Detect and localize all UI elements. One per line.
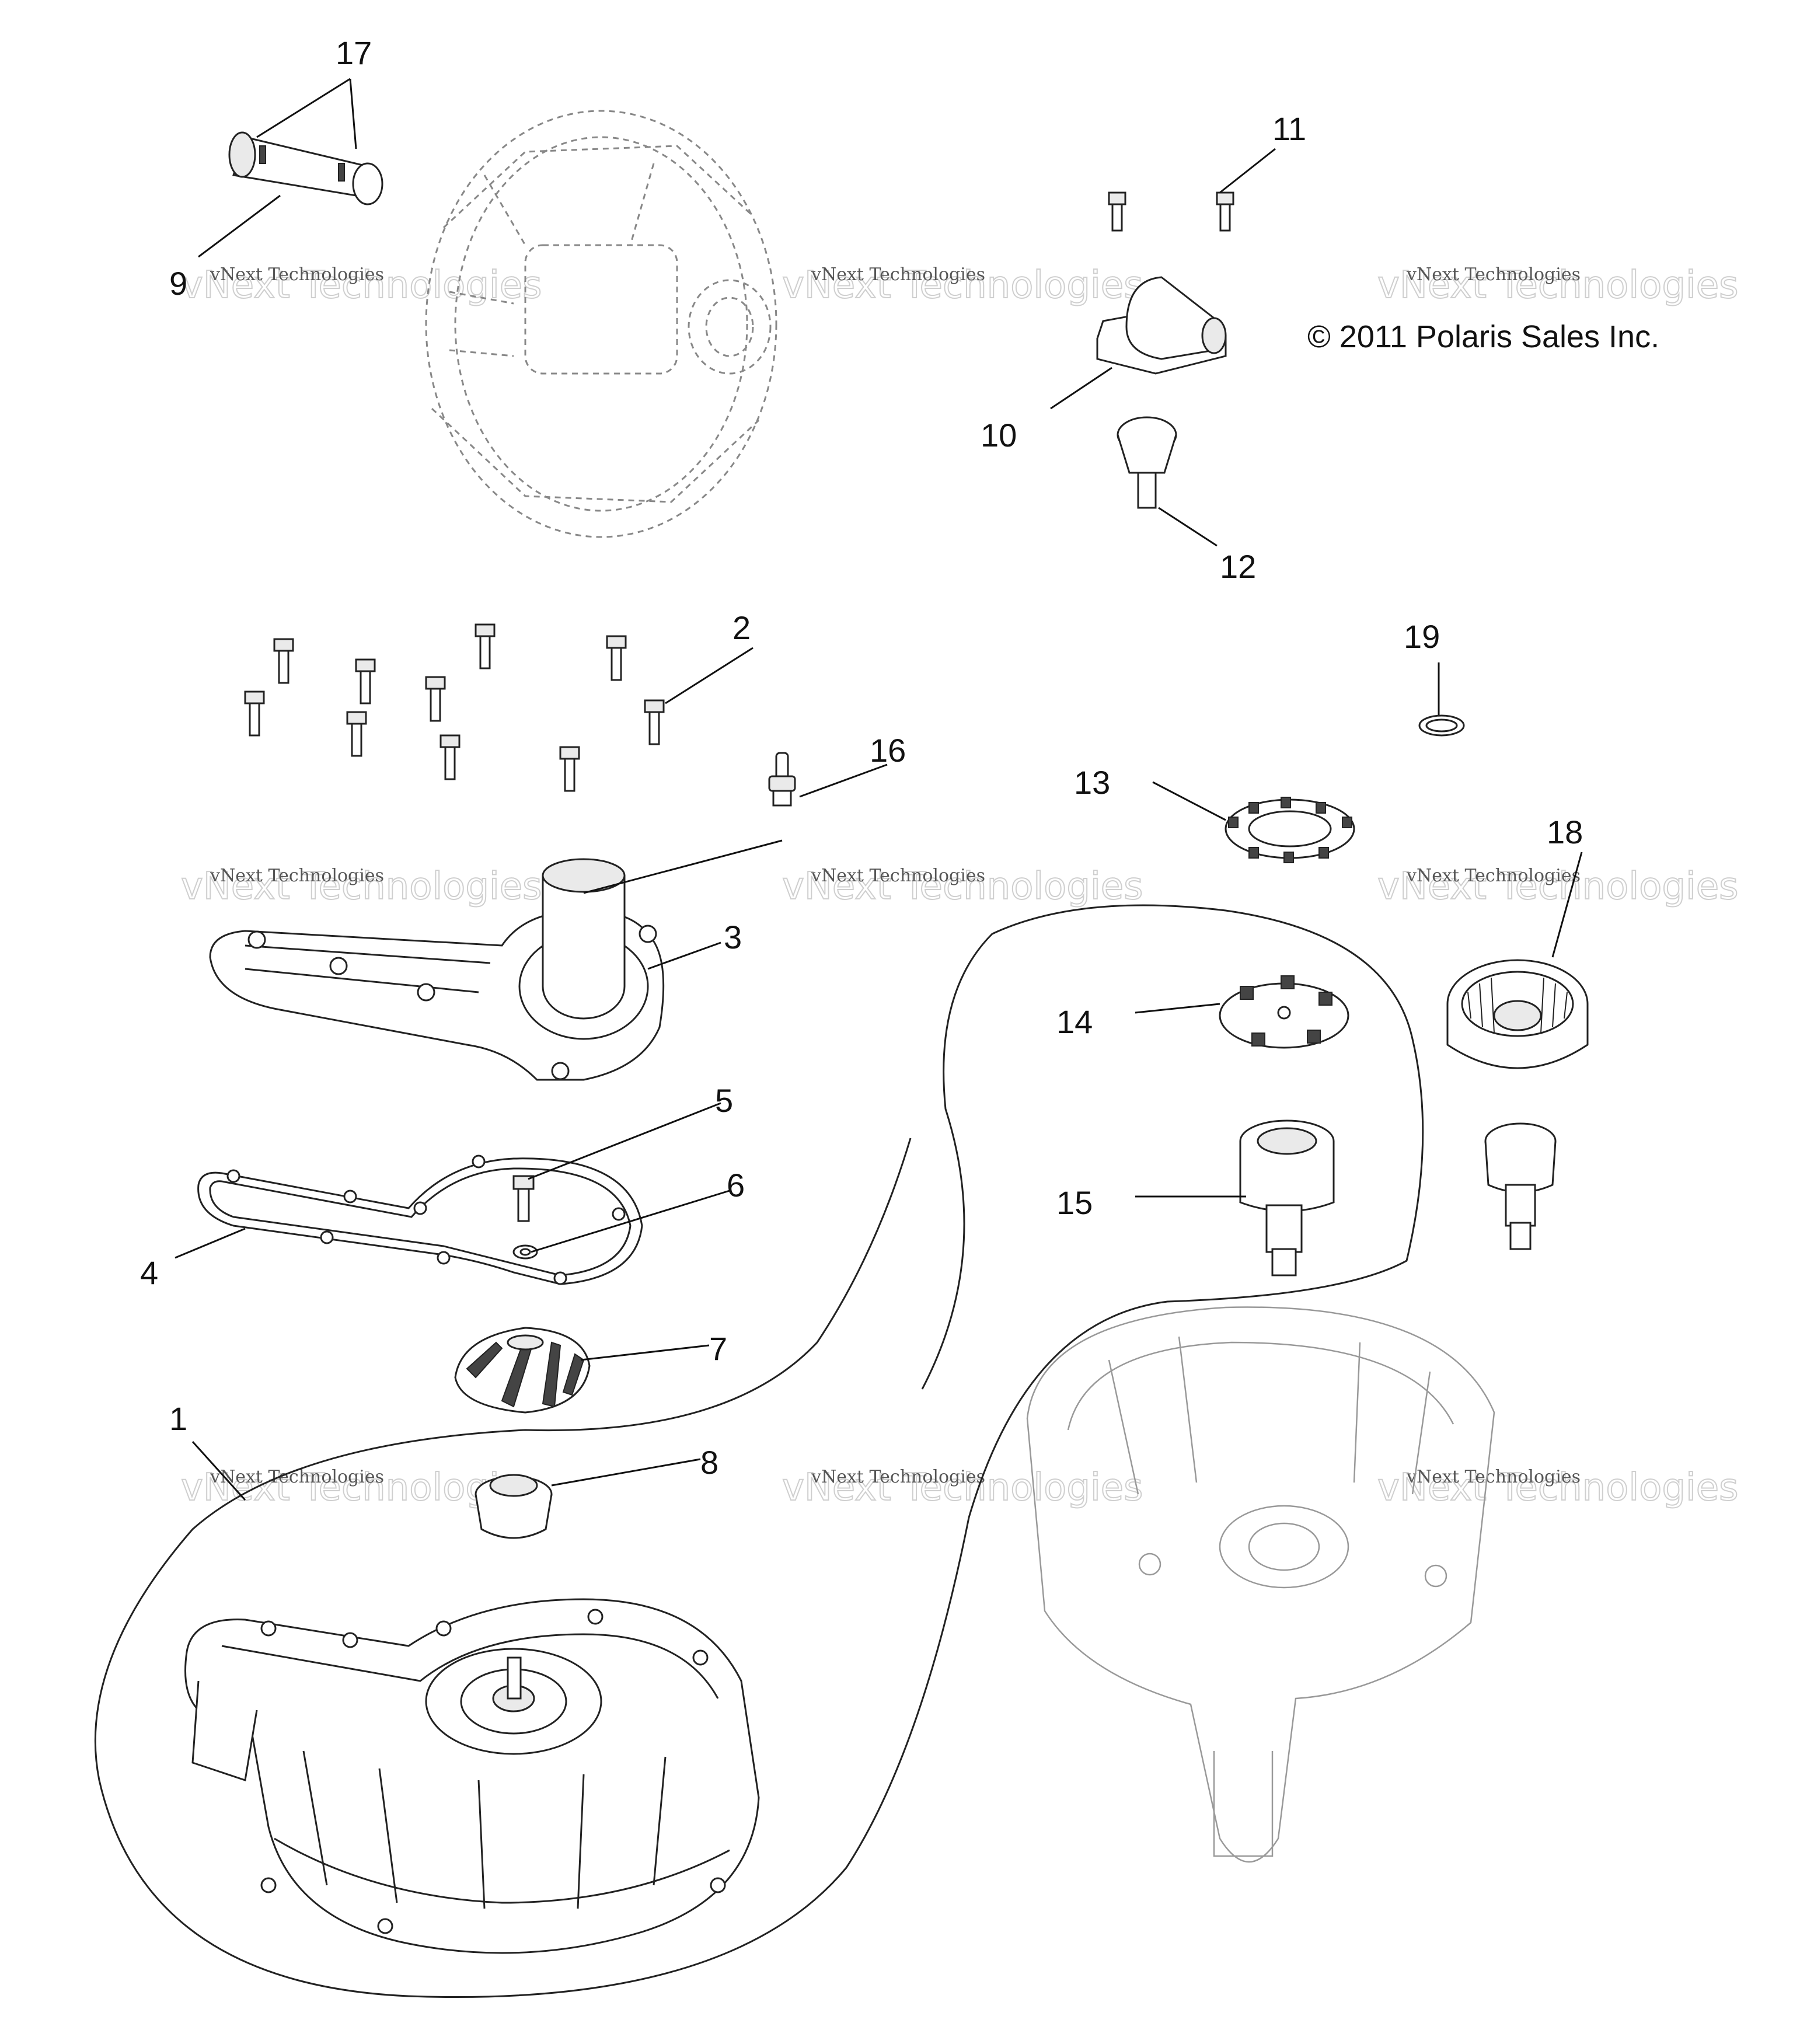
callout-8: 8 bbox=[700, 1444, 718, 1481]
copyright-notice: © 2011 Polaris Sales Inc. bbox=[1307, 319, 1659, 354]
watermark-large: vNext Technologies bbox=[1377, 1466, 1738, 1509]
part-gasket bbox=[197, 1154, 643, 1285]
callout-4: 4 bbox=[140, 1254, 158, 1291]
watermark-small: vNext Technologies bbox=[1406, 264, 1581, 285]
callout-7: 7 bbox=[709, 1330, 727, 1367]
part-thermostat-housing bbox=[1096, 276, 1227, 375]
watermark-large: vNext Technologies bbox=[181, 264, 542, 307]
watermark-large: vNext Technologies bbox=[181, 865, 542, 908]
part-impeller bbox=[454, 1327, 591, 1414]
part-water-pump-cover bbox=[209, 858, 665, 1081]
watermark-small: vNext Technologies bbox=[811, 866, 985, 886]
callout-2: 2 bbox=[732, 609, 751, 646]
callout-3: 3 bbox=[724, 919, 742, 955]
watermark-large: vNext Technologies bbox=[1377, 865, 1738, 908]
part-dowel-pin bbox=[228, 131, 383, 205]
watermark-small: vNext Technologies bbox=[811, 264, 985, 285]
watermark-small: vNext Technologies bbox=[210, 866, 384, 886]
callout-15: 15 bbox=[1056, 1184, 1093, 1221]
callout-18: 18 bbox=[1547, 814, 1583, 850]
callout-12: 12 bbox=[1220, 548, 1256, 585]
callout-16: 16 bbox=[870, 732, 906, 769]
part-bolt-5 bbox=[512, 1175, 535, 1222]
part-clutch-plate bbox=[1219, 975, 1349, 1049]
watermark-large: vNext Technologies bbox=[1377, 264, 1738, 307]
watermark-large: vNext Technologies bbox=[782, 1466, 1143, 1509]
part-shaft bbox=[1239, 1119, 1335, 1276]
watermark-large: vNext Technologies bbox=[782, 865, 1143, 908]
part-star-washer bbox=[1225, 797, 1355, 863]
watermarks: vNext Technologies vNext Technologies vN… bbox=[180, 263, 1739, 1510]
callout-10: 10 bbox=[981, 417, 1017, 454]
callout-17: 17 bbox=[336, 34, 372, 71]
part-o-ring bbox=[1418, 714, 1465, 737]
assembly-group-outline bbox=[94, 904, 1424, 1998]
part-bearing-assembly bbox=[1446, 959, 1589, 1250]
watermark-small: vNext Technologies bbox=[1406, 866, 1581, 886]
callout-9: 9 bbox=[169, 265, 187, 302]
part-bolt-set-2 bbox=[244, 623, 665, 792]
callout-labels: 17 9 11 10 12 2 19 16 13 18 3 14 5 6 15 … bbox=[140, 34, 1583, 1481]
ghost-clutch-housing bbox=[1026, 1306, 1495, 1863]
part-thermostat bbox=[1117, 416, 1177, 509]
part-seal bbox=[475, 1474, 553, 1539]
part-fitting-16 bbox=[768, 752, 796, 807]
callout-14: 14 bbox=[1056, 1003, 1093, 1040]
part-main-housing bbox=[184, 1598, 760, 1954]
part-washer-6 bbox=[512, 1244, 538, 1260]
watermark-small: vNext Technologies bbox=[1406, 1467, 1581, 1487]
callout-11: 11 bbox=[1272, 110, 1306, 147]
watermark-large: vNext Technologies bbox=[782, 264, 1143, 307]
watermark-small: vNext Technologies bbox=[210, 264, 384, 285]
callout-6: 6 bbox=[727, 1167, 745, 1204]
leader-lines bbox=[175, 78, 1583, 1501]
part-bolts-11 bbox=[1108, 191, 1234, 232]
callout-13: 13 bbox=[1074, 764, 1110, 801]
watermark-small: vNext Technologies bbox=[811, 1467, 985, 1487]
callout-5: 5 bbox=[715, 1082, 733, 1119]
ghost-engine-case-top bbox=[425, 110, 777, 538]
callout-19: 19 bbox=[1404, 618, 1440, 655]
callout-1: 1 bbox=[169, 1400, 187, 1437]
